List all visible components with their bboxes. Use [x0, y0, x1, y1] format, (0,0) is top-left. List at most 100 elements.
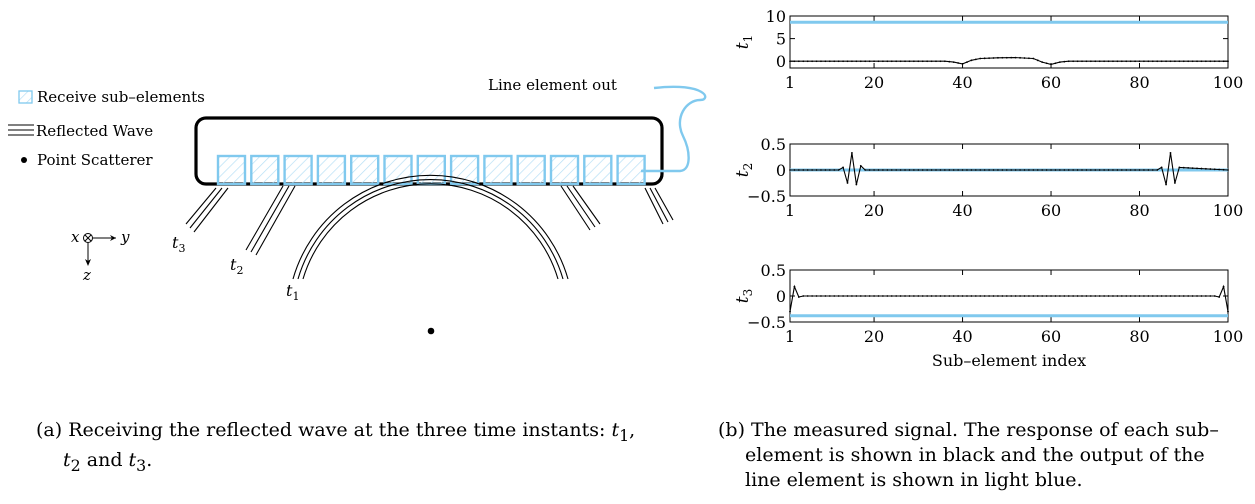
data-point — [859, 164, 862, 167]
data-point — [1036, 295, 1039, 297]
data-point — [1178, 166, 1181, 169]
data-point — [1196, 295, 1198, 297]
data-point — [1107, 169, 1110, 171]
y-tick-label: −0.5 — [747, 313, 786, 332]
data-point — [886, 169, 889, 171]
data-point — [979, 295, 982, 297]
data-point — [908, 169, 911, 171]
wavefront-t1 — [292, 174, 569, 280]
data-point — [1213, 295, 1216, 297]
data-point — [820, 60, 822, 63]
data-point — [1028, 295, 1030, 297]
data-point — [1081, 295, 1083, 297]
legend-scatterer-label: Point Scatterer — [37, 151, 153, 169]
data-point — [811, 169, 814, 171]
data-point — [948, 169, 951, 171]
data-point — [997, 169, 999, 171]
data-point — [912, 60, 915, 63]
data-point — [1204, 167, 1207, 170]
data-point — [1227, 60, 1229, 63]
data-point — [842, 295, 844, 297]
data-point — [939, 60, 942, 63]
data-point — [868, 295, 871, 297]
data-point — [926, 169, 929, 171]
data-point — [1187, 166, 1190, 169]
sub-element — [383, 154, 413, 186]
data-point — [904, 169, 906, 171]
data-point — [926, 295, 929, 297]
data-point — [811, 295, 814, 297]
data-point — [1165, 295, 1167, 297]
data-point — [1019, 169, 1021, 171]
data-point — [1116, 169, 1119, 171]
data-point — [948, 295, 951, 297]
data-point — [943, 295, 946, 297]
data-point — [1174, 182, 1176, 184]
data-point — [1191, 167, 1194, 170]
data-point — [824, 295, 827, 297]
data-point — [926, 60, 929, 63]
data-point — [1014, 56, 1017, 59]
data-point — [961, 169, 964, 171]
data-point — [988, 57, 990, 60]
label-t3: t3 — [172, 233, 185, 255]
data-point — [890, 60, 893, 63]
data-point — [904, 295, 906, 297]
point-scatterer — [427, 327, 435, 335]
data-point — [992, 57, 995, 59]
sub-elements — [216, 154, 646, 186]
data-point — [1143, 169, 1145, 171]
data-point — [1227, 310, 1229, 313]
wavefront-t3 — [185, 187, 674, 233]
data-point — [1063, 60, 1066, 63]
data-point — [1138, 60, 1141, 63]
data-point — [1182, 166, 1185, 169]
data-point — [815, 295, 818, 297]
data-point — [1094, 295, 1097, 297]
data-point — [912, 295, 915, 297]
data-point — [1156, 169, 1159, 171]
data-point — [806, 295, 809, 297]
data-point — [1094, 169, 1097, 171]
data-point — [1036, 169, 1039, 171]
data-point — [997, 56, 999, 59]
y-tick-label: 10 — [766, 7, 786, 26]
data-point — [1067, 60, 1070, 63]
data-point — [992, 169, 995, 171]
data-point — [1218, 60, 1221, 63]
data-point — [983, 295, 986, 297]
data-point — [1058, 61, 1061, 64]
data-point — [797, 296, 800, 298]
y-axis-label: t1 — [733, 35, 755, 49]
data-point — [1103, 169, 1106, 171]
data-point — [824, 60, 827, 63]
schematic: Receive sub–elements Reflected Wave Poin… — [8, 76, 707, 335]
data-point — [1081, 169, 1083, 171]
data-point — [1174, 60, 1176, 63]
y-tick-label: 5 — [776, 30, 786, 49]
data-point — [930, 60, 933, 63]
data-point — [1112, 60, 1114, 63]
x-tick-label: 1 — [785, 327, 795, 346]
data-point — [802, 60, 805, 63]
series-markers — [789, 56, 1229, 66]
data-point — [1098, 295, 1101, 297]
data-point — [895, 169, 898, 171]
y-axis-label: t2 — [733, 163, 755, 177]
data-point — [1147, 295, 1150, 297]
data-point — [957, 62, 960, 64]
data-point — [846, 182, 849, 184]
data-point — [1191, 60, 1194, 63]
data-point — [789, 310, 791, 313]
data-point — [1125, 169, 1128, 171]
data-point — [921, 60, 924, 63]
data-point — [895, 295, 898, 297]
data-point — [1138, 169, 1141, 171]
data-point — [855, 60, 858, 63]
data-point — [988, 295, 990, 297]
data-point — [859, 295, 862, 297]
label-t2: t2 — [230, 255, 243, 277]
x-tick-label: 20 — [864, 73, 884, 92]
x-tick-label: 100 — [1213, 327, 1244, 346]
